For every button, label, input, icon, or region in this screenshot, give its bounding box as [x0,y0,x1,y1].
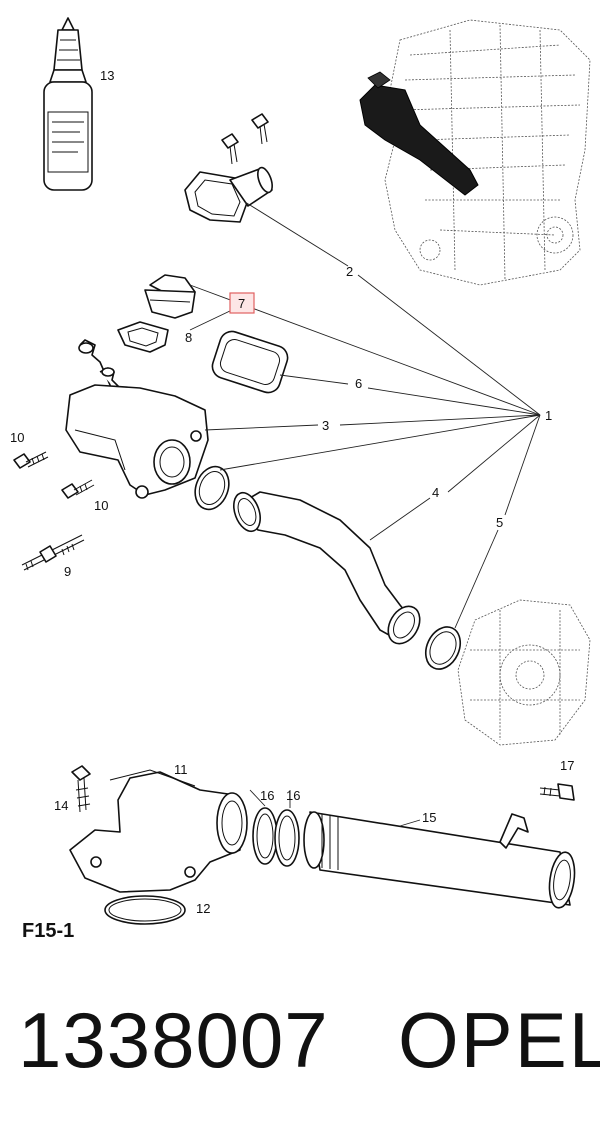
callout-13: 13 [100,68,114,83]
engine-block-illustration [359,19,591,286]
callout-8: 8 [185,330,192,345]
callout-11: 11 [174,762,188,777]
thermostat-7 [144,274,196,319]
callout-1: 1 [545,408,552,423]
callout-17: 17 [560,758,574,773]
callout-7-highlight [229,292,255,314]
o-ring-5 [424,626,462,670]
gasket-8 [117,321,169,353]
coolant-pipe-4 [233,491,421,645]
water-pump-illustration [457,599,591,746]
callout-12: 12 [196,901,210,916]
bolt-10-upper [13,451,49,469]
threadlock-bottle [43,17,93,191]
callout-6: 6 [355,376,362,391]
elbow-housing-11 [69,769,248,893]
coolant-pipe-15 [303,811,576,909]
o-ring-16-first [252,807,278,865]
callout-labels: 1 2 3 4 5 6 7 8 9 10 10 11 12 13 14 15 1… [10,68,574,916]
callout-5: 5 [496,515,503,530]
callout-10-upper: 10 [10,430,24,445]
callout-7: 7 [238,296,245,311]
figure-label: F15-1 [22,920,75,942]
o-ring-housing [194,465,230,511]
stud-9 [21,534,85,571]
brand-name: OPEL [398,996,600,1084]
callout-4: 4 [432,485,439,500]
part-number: 1338007 [18,996,329,1084]
callout-9: 9 [64,564,71,579]
callout-3: 3 [322,418,329,433]
thermostat-housing-3 [65,339,209,499]
callout-16-first: 16 [260,788,274,803]
bolt-10-lower [61,479,95,499]
bolt-14 [71,765,91,813]
bolt-17 [539,783,575,801]
callout-10-lower: 10 [94,498,108,513]
bolt-pair-top [221,113,269,165]
callout-2: 2 [346,264,353,279]
callout-16-second: 16 [286,788,300,803]
seal-6 [211,330,289,394]
o-ring-12 [104,895,186,925]
callout-14: 14 [54,798,68,813]
coolant-flange-2 [184,166,273,223]
exploded-parts-diagram: 1 2 3 4 5 6 7 8 9 10 10 11 12 13 14 15 1… [10,17,591,925]
callout-15: 15 [422,810,436,825]
o-ring-16-second [274,809,300,867]
